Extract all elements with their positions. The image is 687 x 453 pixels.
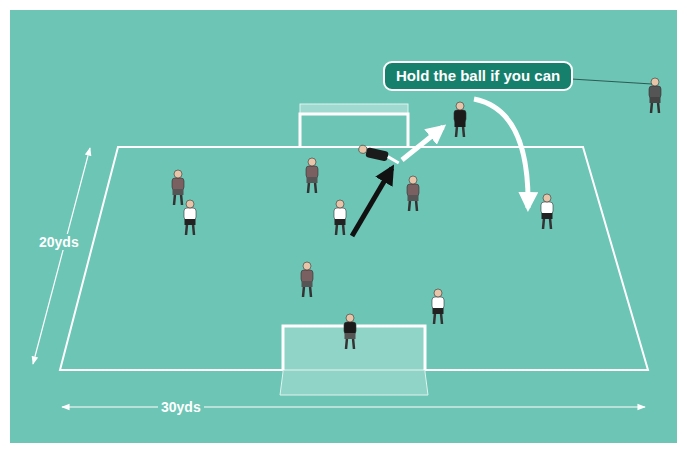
player	[407, 176, 419, 211]
top-goal	[300, 104, 408, 147]
player	[541, 194, 553, 229]
player	[344, 314, 356, 349]
distribution-arrow	[474, 99, 528, 208]
ground	[10, 10, 677, 443]
dimension-arrow	[62, 406, 645, 407]
player	[172, 170, 184, 205]
player	[334, 200, 346, 235]
player	[184, 200, 196, 235]
diving-keeper	[357, 145, 400, 164]
run-arrow	[352, 168, 392, 236]
dimension-arrow	[33, 148, 90, 364]
dimension-label: 20yds	[36, 234, 82, 250]
shot-arrow	[402, 127, 443, 160]
player	[301, 262, 313, 297]
dimension-label: 30yds	[158, 399, 204, 415]
pitch-lines	[60, 147, 648, 370]
callout-text: Hold the ball if you can	[396, 67, 560, 84]
player	[454, 102, 466, 137]
bottom-goal	[280, 326, 428, 395]
callout-bubble: Hold the ball if you can	[383, 61, 573, 91]
players	[172, 78, 661, 349]
player	[306, 158, 318, 193]
player	[432, 289, 444, 324]
callout-pointer	[571, 79, 652, 84]
player	[649, 78, 661, 113]
